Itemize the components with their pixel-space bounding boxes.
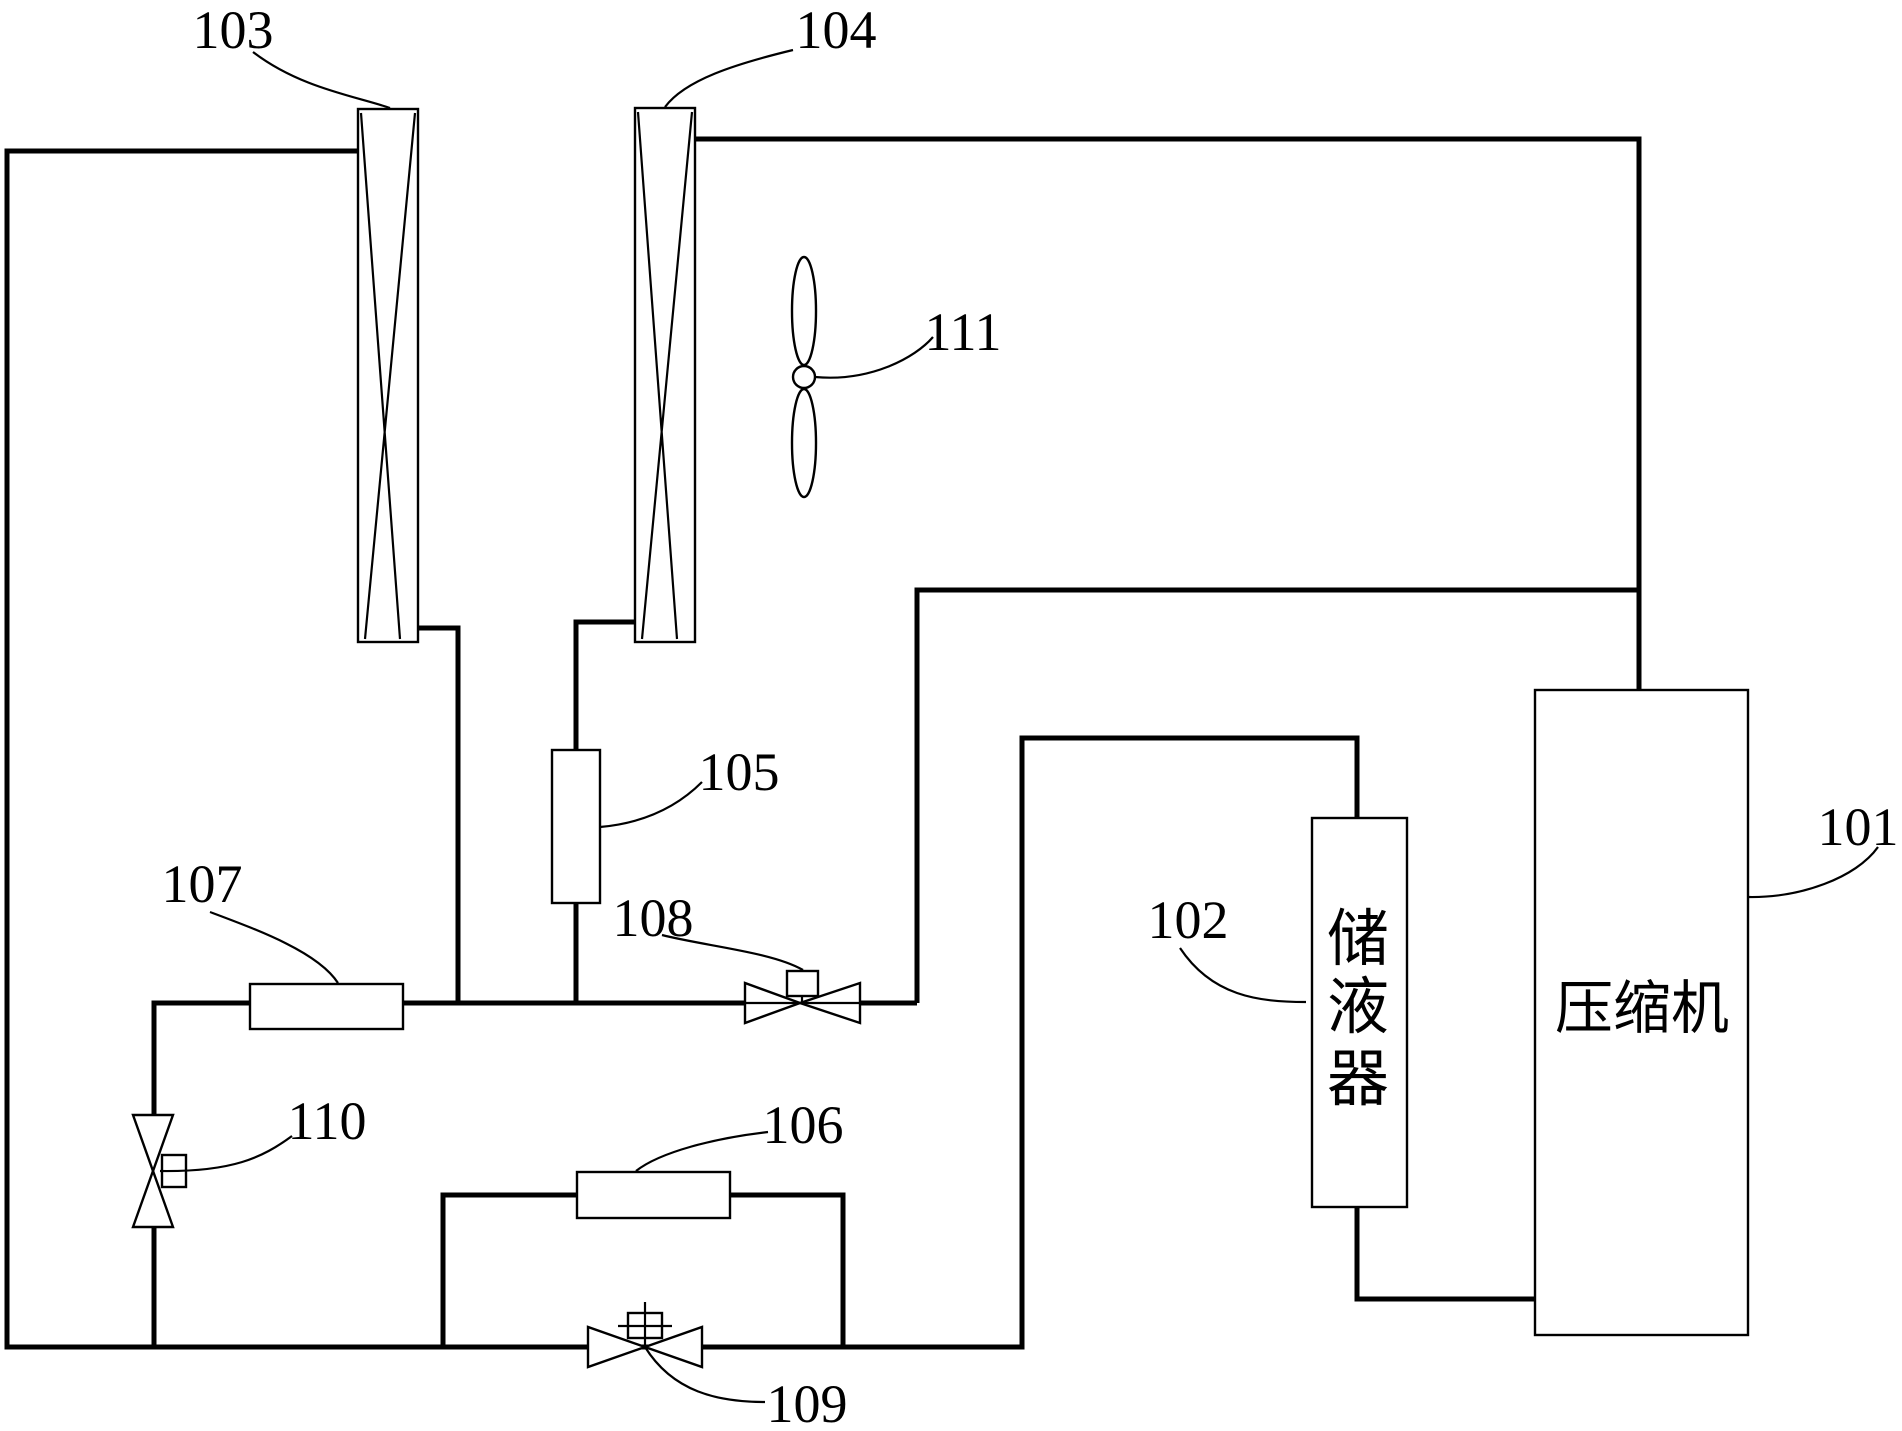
label-105: 105 xyxy=(699,742,780,802)
accumulator-label-char-2: 液 xyxy=(1327,974,1389,1042)
heat-exchanger-103-coil-x xyxy=(359,112,417,640)
valve-109-bowtie-left xyxy=(586,1325,649,1369)
leader-lines xyxy=(159,48,1879,1404)
pipe-midrun-to-compressor xyxy=(914,587,1639,1003)
compressor-101: 压缩机 xyxy=(1533,688,1750,1337)
label-101: 101 xyxy=(1818,797,1899,857)
leader-110 xyxy=(159,1135,293,1173)
label-106: 106 xyxy=(763,1095,844,1155)
leader-107 xyxy=(209,910,339,984)
valve-108-actuator-square xyxy=(785,969,820,998)
leader-106 xyxy=(635,1130,769,1172)
valve-109 xyxy=(586,1302,704,1369)
fan-111 xyxy=(790,255,818,499)
valve-110 xyxy=(131,1113,188,1229)
valve-109-bowtie-right xyxy=(641,1325,704,1369)
valve-110-bowtie-top xyxy=(131,1113,175,1175)
fan-hub xyxy=(791,364,817,390)
leader-108 xyxy=(661,933,804,971)
leader-102 xyxy=(1179,947,1307,1004)
component-105-body xyxy=(550,748,602,905)
leader-105 xyxy=(599,781,703,829)
heat-exchanger-104-coil-x xyxy=(636,111,694,640)
leader-111 xyxy=(814,336,934,379)
label-102: 102 xyxy=(1148,890,1229,950)
pipe-106-right-riser xyxy=(730,1192,846,1347)
leader-103 xyxy=(252,51,391,110)
label-110: 110 xyxy=(288,1091,367,1151)
pipe-106-left-riser xyxy=(440,1192,577,1347)
compressor-body xyxy=(1533,688,1750,1337)
pipes xyxy=(4,136,1642,1350)
label-109: 109 xyxy=(767,1374,848,1431)
valve-108 xyxy=(743,969,862,1025)
pipe-accumulator-to-compressor xyxy=(1354,1207,1535,1302)
fan-blade-top xyxy=(790,255,818,367)
pipe-hx104-to-105 xyxy=(573,619,635,750)
label-108: 108 xyxy=(613,888,694,948)
heat-exchanger-104 xyxy=(633,106,697,644)
component-107-body xyxy=(248,982,405,1031)
component-106-body xyxy=(575,1170,732,1220)
reference-labels: 103 104 111 105 107 108 102 101 110 106 … xyxy=(162,0,1899,1431)
compressor-label: 压缩机 xyxy=(1555,976,1729,1041)
fan-blade-bottom xyxy=(790,387,818,499)
accumulator-102: 储 液 器 xyxy=(1310,816,1409,1209)
leader-109 xyxy=(644,1346,766,1404)
pipe-107-to-valve110-top xyxy=(151,1000,250,1115)
valve-110-bowtie-bottom xyxy=(131,1167,175,1229)
label-104: 104 xyxy=(796,0,877,60)
pipe-hx104-to-compressor-top xyxy=(695,136,1642,690)
pipe-hx103-drop xyxy=(418,625,461,1003)
pipe-outer-loop-and-accumulator-feed xyxy=(4,148,1360,1350)
leader-104 xyxy=(664,48,794,108)
label-111: 111 xyxy=(925,302,1002,362)
label-103: 103 xyxy=(193,0,274,60)
accumulator-body xyxy=(1310,816,1409,1209)
heat-exchanger-103 xyxy=(356,107,420,644)
accumulator-label-char-1: 储 xyxy=(1327,906,1389,974)
leader-101 xyxy=(1747,846,1879,899)
label-107: 107 xyxy=(162,854,243,914)
accumulator-label-char-3: 器 xyxy=(1327,1046,1389,1114)
